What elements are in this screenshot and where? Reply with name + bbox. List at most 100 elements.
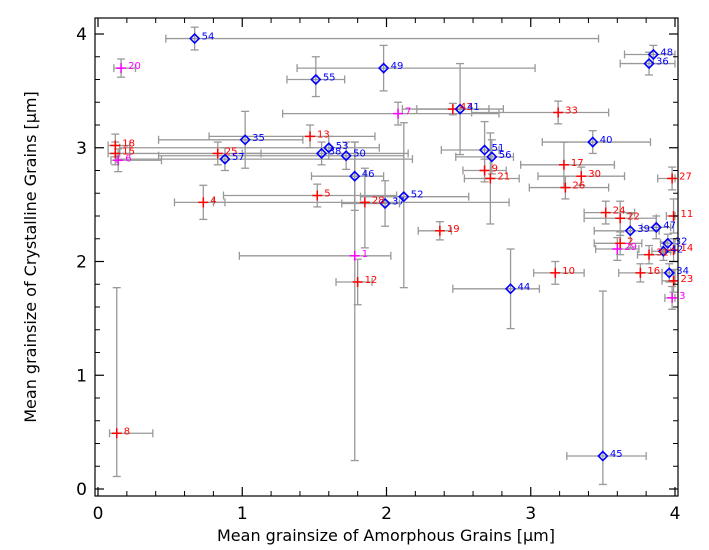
plus-marker — [560, 182, 571, 193]
point-label: 54 — [202, 32, 215, 43]
point-label: 48 — [660, 47, 673, 58]
point-labels: 2458910121315161718192122242526272830331… — [122, 32, 693, 460]
point-label: 34 — [676, 266, 689, 277]
x-tick-label: 4 — [670, 504, 681, 524]
point-label: 3 — [679, 291, 685, 302]
plus-marker — [479, 165, 490, 176]
plus-marker — [352, 276, 363, 287]
point-label: 1 — [362, 249, 368, 260]
diamond-marker — [377, 62, 390, 74]
diamond-marker — [454, 103, 466, 115]
plus-marker — [558, 159, 569, 170]
x-tick-label: 2 — [381, 504, 392, 524]
point-label: 27 — [679, 171, 692, 182]
point-label: 28 — [372, 195, 385, 206]
y-tick-label: 1 — [76, 366, 87, 386]
data-markers — [110, 32, 679, 462]
point-label: 32 — [675, 236, 688, 247]
diamond-marker — [310, 73, 322, 86]
plus-marker — [668, 245, 679, 256]
diamond-marker — [340, 150, 352, 162]
x-axis-title: Mean grainsize of Amorphous Grains [μm] — [217, 526, 555, 545]
y-axis-title: Mean grainsize of Crystalline Grains [μm… — [21, 91, 40, 423]
point-label: 42 — [670, 244, 683, 255]
point-label: 44 — [518, 282, 531, 293]
point-label: 40 — [600, 135, 613, 146]
plus-marker — [600, 207, 611, 218]
point-label: 11 — [681, 209, 694, 220]
point-label: 15 — [122, 146, 135, 157]
diamond-marker — [643, 57, 655, 70]
y-tick-label: 3 — [76, 139, 87, 159]
point-label: 18 — [122, 138, 135, 149]
point-label: 10 — [562, 266, 575, 277]
diamond-marker — [239, 134, 251, 146]
point-label: 52 — [411, 190, 424, 201]
point-label: 5 — [324, 189, 330, 200]
point-label: 21 — [497, 171, 510, 182]
point-label: 45 — [610, 449, 623, 460]
plus-marker — [393, 108, 404, 119]
diamond-marker — [486, 151, 498, 163]
plus-marker — [198, 197, 209, 208]
diamond-marker — [504, 283, 517, 295]
point-label: 50 — [353, 149, 366, 160]
y-tick-label: 2 — [76, 253, 87, 273]
error-bars — [107, 26, 678, 486]
point-label: 31 — [656, 248, 669, 259]
point-label: 23 — [681, 274, 694, 285]
plus-marker — [667, 173, 678, 184]
point-label: 51 — [492, 143, 505, 154]
plus-marker — [116, 63, 127, 74]
diamond-marker — [663, 267, 675, 279]
point-label: 8 — [124, 426, 130, 437]
diamond-marker — [650, 221, 662, 234]
plus-marker — [644, 249, 655, 260]
diamond-marker — [662, 237, 674, 249]
plus-marker — [110, 140, 121, 151]
plus-marker — [550, 267, 561, 278]
plus-marker — [635, 267, 646, 278]
point-label: 41 — [467, 102, 480, 113]
plus-marker — [111, 428, 122, 439]
point-label: 4 — [210, 195, 216, 206]
point-label: 17 — [571, 158, 584, 169]
point-label: 57 — [232, 152, 245, 163]
point-label: 29 — [624, 242, 637, 253]
point-label: 43 — [460, 102, 473, 113]
diamond-marker — [398, 191, 410, 203]
point-label: 46 — [362, 169, 375, 180]
point-label: 25 — [225, 146, 238, 157]
plus-marker — [667, 292, 678, 303]
plus-marker — [576, 171, 587, 182]
x-tick-label: 0 — [93, 504, 104, 524]
point-label: 38 — [329, 146, 342, 157]
diamond-marker — [647, 48, 659, 61]
plus-marker — [615, 213, 626, 224]
point-label: 24 — [613, 206, 626, 217]
x-tick-label: 1 — [237, 504, 248, 524]
plus-marker — [485, 173, 496, 184]
point-label: 9 — [492, 164, 498, 175]
plus-marker — [553, 107, 564, 118]
point-label: 2 — [627, 236, 633, 247]
point-label: 26 — [572, 181, 585, 192]
plus-marker — [615, 238, 626, 249]
point-label: 36 — [656, 57, 669, 68]
plot-frame — [94, 17, 679, 497]
point-label: 22 — [627, 211, 640, 222]
plus-marker — [305, 131, 316, 142]
point-label: 55 — [323, 73, 336, 84]
plus-marker — [349, 250, 360, 261]
plus-marker — [113, 155, 124, 166]
point-label: 7 — [405, 107, 411, 118]
point-label: 53 — [336, 141, 349, 152]
diamond-marker — [219, 153, 231, 165]
point-label: 47 — [663, 220, 676, 231]
plus-marker — [212, 148, 223, 159]
point-label: 16 — [647, 266, 660, 277]
point-label: 39 — [637, 224, 650, 235]
diamond-marker — [478, 144, 491, 156]
point-label: 56 — [499, 150, 512, 161]
